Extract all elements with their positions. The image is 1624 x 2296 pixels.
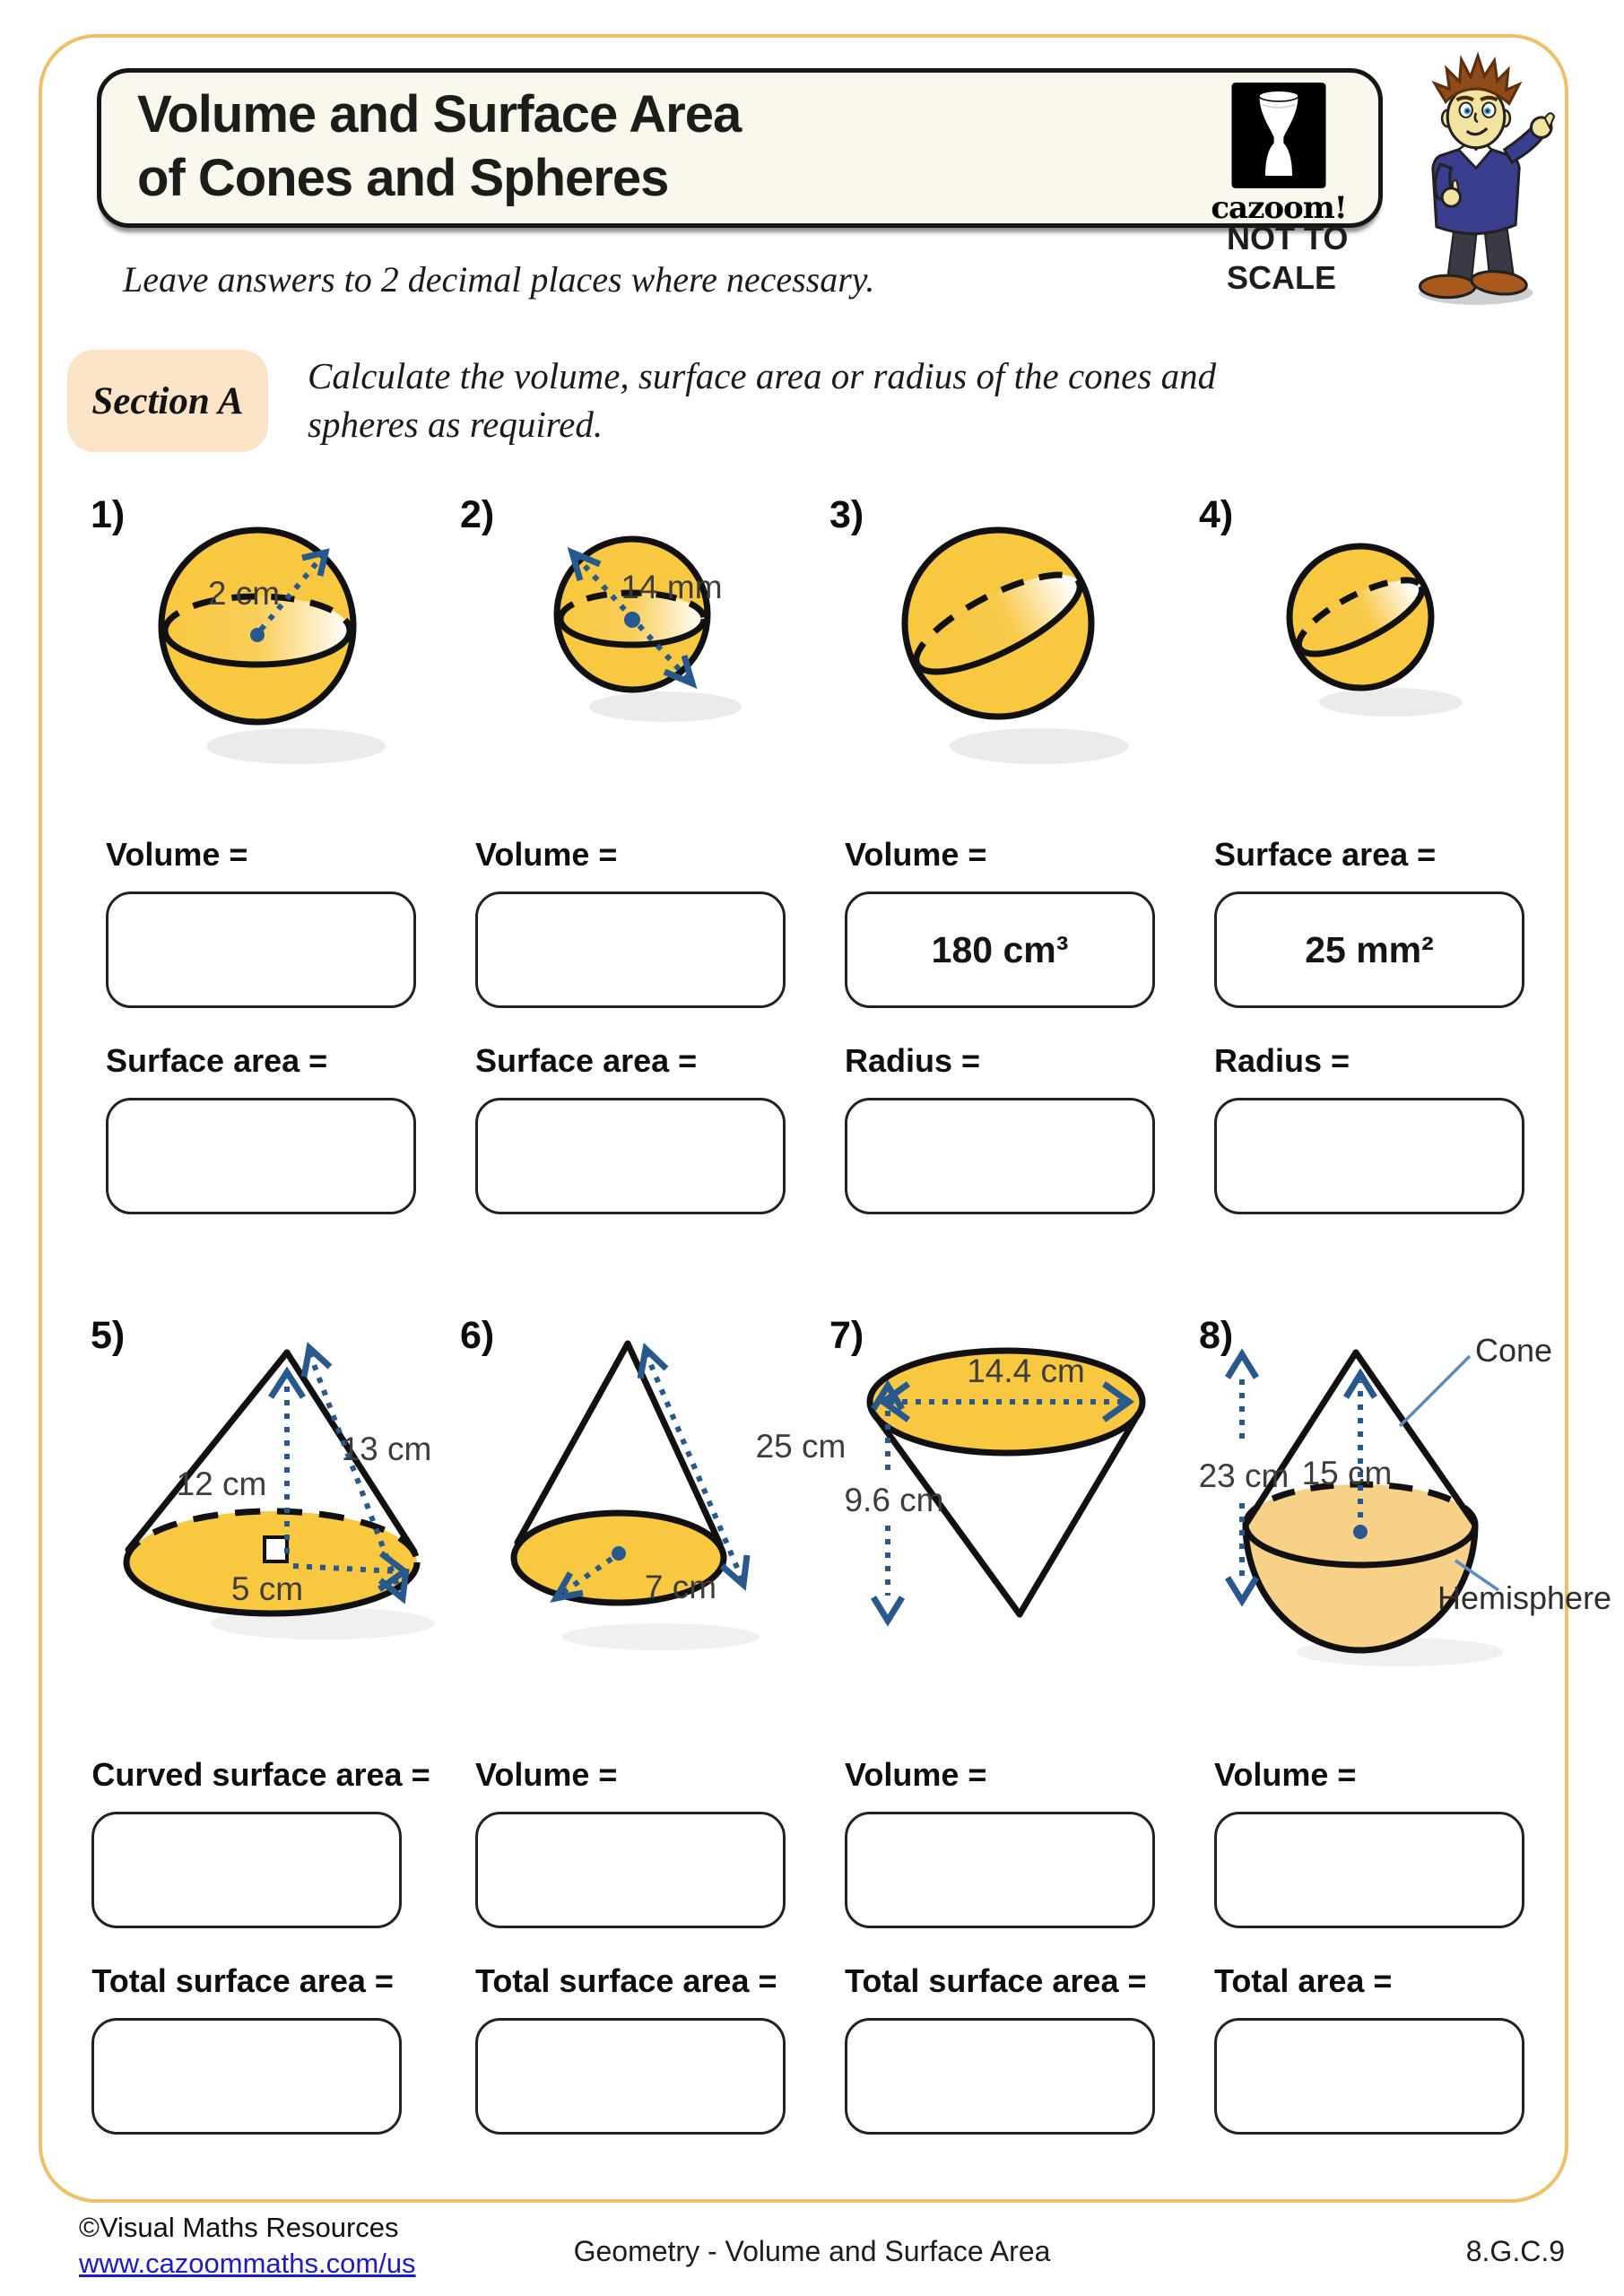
answer-box-q8-total-area[interactable] bbox=[1214, 2018, 1524, 2135]
answer-box-q6-volume[interactable] bbox=[475, 1812, 786, 1928]
inverted-cone-figure-7: 14.4 cm 9.6 cm bbox=[844, 1347, 1146, 1627]
standard-code: 8.G.C.9 bbox=[1465, 2235, 1565, 2267]
field-label: Surface area = bbox=[1214, 836, 1437, 873]
question-number: 5) bbox=[91, 1314, 126, 1357]
field-label: Total surface area = bbox=[91, 1962, 394, 1999]
answer-box-q7-total-surface-area[interactable] bbox=[845, 2018, 1155, 2135]
question-number: 1) bbox=[91, 493, 126, 536]
field-label: Total surface area = bbox=[475, 1962, 777, 1999]
answer-column-7: Volume = Total surface area = bbox=[845, 1756, 1155, 2169]
footer-credits: ©Visual Maths Resources www.cazoommaths.… bbox=[79, 2210, 416, 2281]
cone-figure-5: 12 cm 13 cm 5 cm bbox=[123, 1342, 435, 1639]
answer-box-q2-volume[interactable] bbox=[475, 891, 786, 1008]
field-label: Radius = bbox=[1214, 1042, 1350, 1079]
hemisphere-part-label: Hemisphere bbox=[1437, 1579, 1611, 1616]
cone-hemisphere-figure-8: 23 cm 15 cm Cone Hemisphere bbox=[1199, 1332, 1611, 1666]
question-8: 8) 23 cm 15 cm Cone bbox=[1185, 1305, 1611, 1700]
diameter-dimension-label: 14 mm bbox=[621, 569, 722, 605]
title-line-2: of Cones and Spheres bbox=[137, 148, 669, 207]
given-value-q3-volume: 180 cm³ bbox=[845, 891, 1155, 1008]
field-label: Volume = bbox=[475, 836, 618, 873]
question-4: 4) bbox=[1185, 484, 1554, 816]
field-label: Surface area = bbox=[475, 1042, 698, 1079]
height-dimension-label: 9.6 cm bbox=[844, 1482, 943, 1518]
answers-row-1: Volume = Surface area = Volume = Surface… bbox=[76, 836, 1554, 1248]
cone-figure-6: 25 cm 7 cm bbox=[510, 1340, 847, 1650]
answer-box-q2-surface-area[interactable] bbox=[475, 1098, 786, 1214]
question-number: 6) bbox=[460, 1314, 495, 1357]
answer-box-q5-total-surface-area[interactable] bbox=[91, 2018, 403, 2135]
question-number: 3) bbox=[829, 493, 864, 536]
answer-box-q8-volume[interactable] bbox=[1214, 1812, 1524, 1928]
cone-part-label: Cone bbox=[1475, 1332, 1552, 1369]
question-3: 3) bbox=[815, 484, 1185, 816]
answer-column-3: Volume = 180 cm³ Radius = bbox=[845, 836, 1155, 1248]
not-to-scale-note: NOT TO SCALE bbox=[1227, 220, 1349, 296]
sphere-figure-4 bbox=[1286, 543, 1463, 717]
sphere-figure-3 bbox=[901, 526, 1129, 764]
field-label: Volume = bbox=[845, 1756, 987, 1793]
cone-height-dimension-label: 15 cm bbox=[1302, 1455, 1393, 1492]
answer-box-q1-volume[interactable] bbox=[106, 891, 416, 1008]
website-link[interactable]: www.cazoommaths.com/us bbox=[79, 2247, 416, 2279]
answer-box-q3-radius[interactable] bbox=[845, 1098, 1155, 1214]
logo-wordmark: cazoom! bbox=[1211, 190, 1347, 226]
field-label: Volume = bbox=[845, 836, 987, 873]
question-1: 1) 2 cm bbox=[76, 484, 446, 816]
radius-dimension-label: 7 cm bbox=[645, 1569, 716, 1605]
slant-dimension-label: 13 cm bbox=[342, 1431, 432, 1467]
total-height-dimension-label: 23 cm bbox=[1199, 1457, 1290, 1494]
title-line-1: Volume and Surface Area bbox=[137, 85, 742, 144]
page-title: Volume and Surface Area of Cones and Sph… bbox=[137, 83, 742, 211]
title-box: Volume and Surface Area of Cones and Sph… bbox=[97, 68, 1383, 228]
question-7: 7) 14.4 cm 9.6 cm bbox=[815, 1305, 1185, 1700]
field-label: Volume = bbox=[106, 836, 248, 873]
field-label: Total surface area = bbox=[845, 1962, 1147, 1999]
field-label: Surface area = bbox=[106, 1042, 328, 1079]
radius-dimension-label: 5 cm bbox=[231, 1570, 303, 1607]
copyright-text: ©Visual Maths Resources bbox=[79, 2212, 399, 2243]
answer-box-q7-volume[interactable] bbox=[845, 1812, 1155, 1928]
radius-dimension-label: 2 cm bbox=[208, 575, 280, 612]
field-label: Radius = bbox=[845, 1042, 981, 1079]
cazoom-logo: cazoom! bbox=[1203, 82, 1355, 226]
question-number: 2) bbox=[460, 493, 495, 536]
field-label: Total area = bbox=[1214, 1962, 1393, 1999]
question-5: 5) 12 cm 13 cm 5 cm bbox=[76, 1305, 446, 1700]
answer-column-5: Curved surface area = Total surface area… bbox=[91, 1756, 430, 2169]
question-number: 4) bbox=[1199, 493, 1234, 536]
answer-box-q5-curved-surface-area[interactable] bbox=[91, 1812, 403, 1928]
answer-box-q6-total-surface-area[interactable] bbox=[475, 2018, 786, 2135]
answer-column-1: Volume = Surface area = bbox=[106, 836, 416, 1248]
given-value-q4-surface-area: 25 mm² bbox=[1214, 891, 1524, 1008]
answer-column-8: Volume = Total area = bbox=[1214, 1756, 1524, 2169]
question-number: 8) bbox=[1199, 1314, 1234, 1357]
answers-row-2: Curved surface area = Total surface area… bbox=[76, 1756, 1554, 2169]
question-2: 2) 14 mm bbox=[446, 484, 815, 816]
sphere-figure-2: 14 mm bbox=[553, 535, 742, 722]
answer-column-2: Volume = Surface area = bbox=[475, 836, 786, 1248]
section-a-badge: Section A bbox=[67, 350, 268, 452]
worksheet-instruction-note: Leave answers to 2 decimal places where … bbox=[123, 259, 875, 300]
field-label: Volume = bbox=[475, 1756, 618, 1793]
sphere-figure-1: 2 cm bbox=[158, 526, 386, 764]
height-dimension-label: 12 cm bbox=[177, 1465, 267, 1502]
answer-column-4: Surface area = 25 mm² Radius = bbox=[1214, 836, 1524, 1248]
slant-dimension-label: 25 cm bbox=[756, 1428, 847, 1465]
section-a-instruction: Calculate the volume, surface area or ra… bbox=[308, 355, 1217, 446]
question-row-1: 1) 2 cm 2) bbox=[76, 484, 1554, 816]
answer-box-q4-radius[interactable] bbox=[1214, 1098, 1524, 1214]
field-label: Volume = bbox=[1214, 1756, 1357, 1793]
footer-topic: Geometry - Volume and Surface Area bbox=[573, 2235, 1051, 2267]
mascot-boy-illustration bbox=[1418, 51, 1556, 305]
answer-column-6: Volume = Total surface area = bbox=[475, 1756, 786, 2169]
question-6: 6) 25 cm 7 cm bbox=[446, 1305, 846, 1700]
question-number: 7) bbox=[829, 1314, 864, 1357]
answer-box-q1-surface-area[interactable] bbox=[106, 1098, 416, 1214]
diameter-dimension-label: 14.4 cm bbox=[967, 1352, 1085, 1389]
field-label: Curved surface area = bbox=[91, 1756, 430, 1793]
question-row-2: 5) 12 cm 13 cm 5 cm bbox=[76, 1305, 1611, 1700]
drum-icon bbox=[1231, 83, 1326, 188]
